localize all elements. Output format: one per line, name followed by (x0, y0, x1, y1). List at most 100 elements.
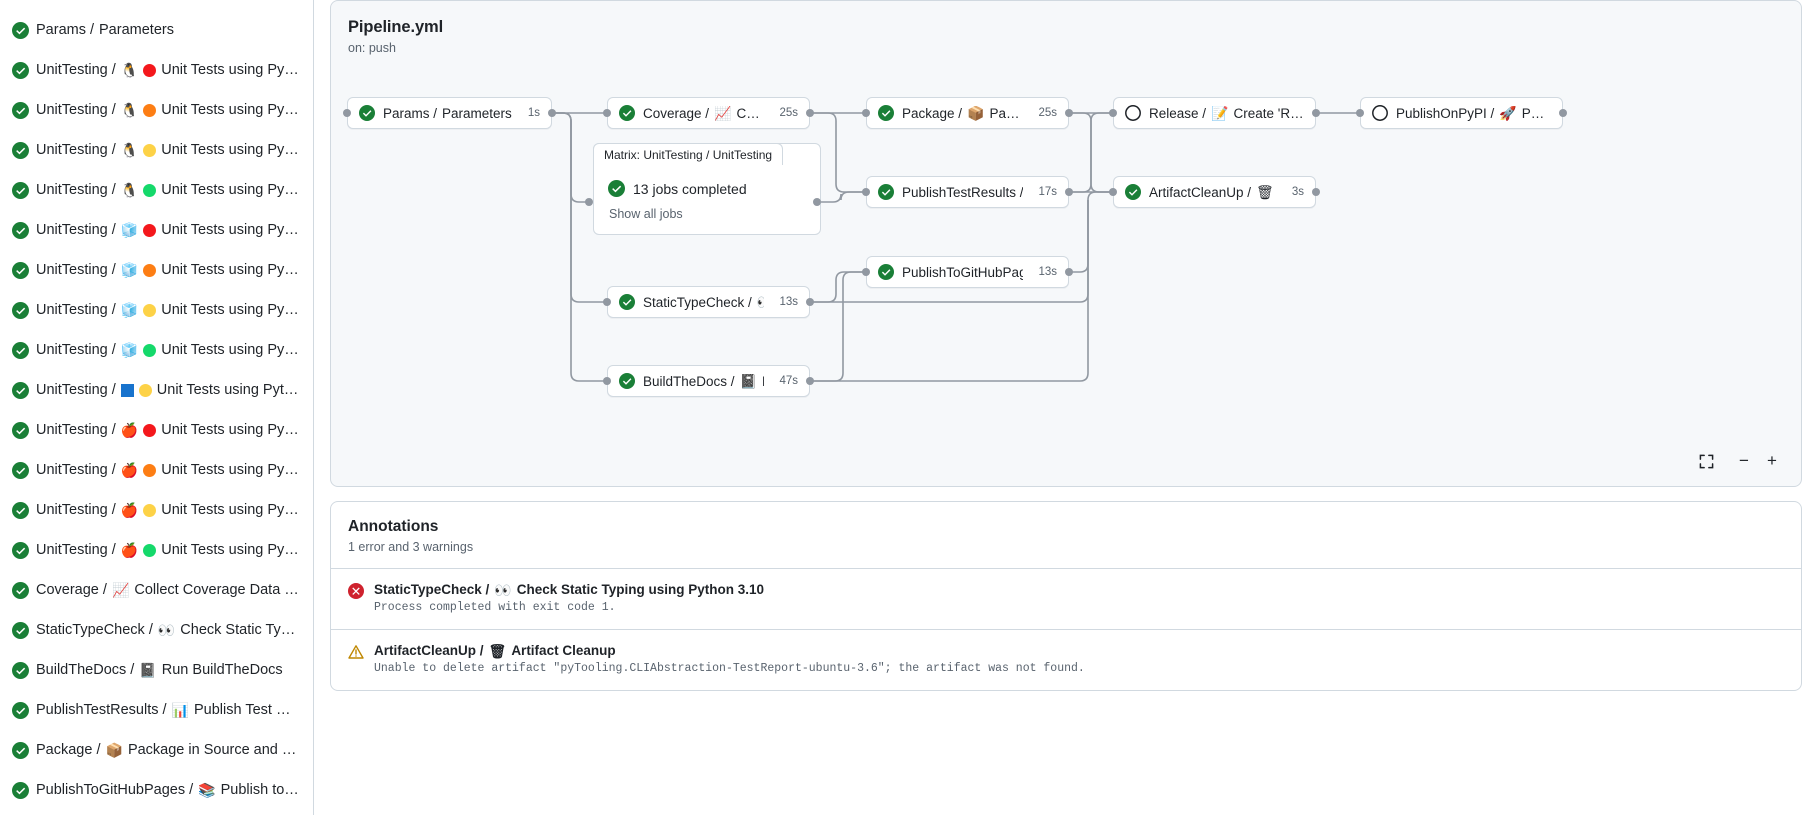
node-name: Parameters (442, 105, 512, 121)
zoom-button-group: − + (1731, 448, 1785, 474)
apple-icon: 🍎 (120, 422, 139, 438)
sidebar-job-item[interactable]: Package / 📦Package in Source and Wh... (4, 730, 309, 770)
sidebar-job-item[interactable]: UnitTesting / 🍎Unit Tests using Pyth... (4, 530, 309, 570)
node-duration: 3s (1291, 186, 1304, 198)
graph-node[interactable]: PublishToGitHubPages / 📚...13s (866, 256, 1069, 288)
node-label: PublishToGitHubPages / 📚... (902, 265, 1023, 280)
sidebar-job-name: Unit Tests using Pyth... (161, 462, 299, 478)
rocket-icon: 🚀 (1499, 105, 1517, 121)
notebook-icon: 📓 (739, 373, 757, 389)
node-port-in (1109, 109, 1117, 117)
matrix-jobs-status[interactable]: 13 jobs completed (608, 180, 806, 197)
sidebar-job-label: Params / Parameters (36, 22, 174, 38)
matrix-port-in (585, 198, 593, 206)
graph-node[interactable]: Coverage / 📈Collect Cove...25s (607, 97, 810, 129)
penguin-icon: 🐧 (120, 142, 139, 158)
graph-edge (810, 271, 866, 382)
graph-node[interactable]: Package / 📦Package in So...25s (866, 97, 1069, 129)
sidebar-job-name: Unit Tests using Pyth... (161, 102, 299, 118)
sidebar-job-item[interactable]: UnitTesting / 🍎Unit Tests using Pyth... (4, 490, 309, 530)
apple-icon: 🍎 (120, 462, 139, 478)
sidebar-job-label: UnitTesting / 🐧Unit Tests using Pyth... (36, 142, 299, 158)
sidebar-job-item[interactable]: UnitTesting / 🧊Unit Tests using Pyth... (4, 210, 309, 250)
node-label: Package / 📦Package in So... (902, 106, 1023, 121)
zoom-in-button[interactable]: + (1767, 451, 1777, 470)
success-icon (619, 104, 636, 122)
sidebar-job-prefix: Package / (36, 742, 101, 758)
sidebar-job-label: UnitTesting / Unit Tests using Pyth... (36, 382, 299, 398)
graph-node[interactable]: PublishOnPyPI / 🚀Publish to ... (1360, 97, 1563, 129)
annotation-prefix: StaticTypeCheck / (374, 582, 490, 597)
sidebar-job-prefix: UnitTesting / (36, 222, 116, 238)
success-icon (12, 381, 29, 399)
success-icon (12, 261, 29, 279)
graph-node[interactable]: StaticTypeCheck / 👀Chec...13s (607, 286, 810, 318)
package-icon: 📦 (967, 105, 985, 121)
sidebar-job-item[interactable]: UnitTesting / 🐧Unit Tests using Pyth... (4, 130, 309, 170)
sidebar-job-name: Unit Tests using Pyth... (161, 142, 299, 158)
apple-icon: 🍎 (120, 542, 139, 558)
zoom-out-button[interactable]: − (1739, 451, 1749, 470)
success-icon (878, 263, 895, 281)
sidebar-job-item[interactable]: StaticTypeCheck / 👀Check Static Typing..… (4, 610, 309, 650)
graph-edge (817, 191, 866, 203)
graph-node[interactable]: Release / 📝Create 'Release P... (1113, 97, 1316, 129)
sidebar-job-item[interactable]: UnitTesting / 🧊Unit Tests using Pyth... (4, 250, 309, 290)
sidebar-job-name: Unit Tests using Pyth... (161, 542, 299, 558)
sidebar-job-item[interactable]: UnitTesting / 🧊Unit Tests using Pyth... (4, 290, 309, 330)
matrix-group-body: 13 jobs completed Show all jobs (594, 165, 820, 234)
memo-icon: 📝 (1211, 105, 1229, 121)
success-icon (878, 183, 895, 201)
annotation-row[interactable]: StaticTypeCheck / 👀Check Static Typing u… (331, 568, 1801, 629)
graph-node[interactable]: ArtifactCleanUp / 🗑Artifac...3s (1113, 176, 1316, 208)
wastebasket-icon: 🗑 (1256, 184, 1274, 200)
graph-node[interactable]: PublishTestResults / 📊Pu...17s (866, 176, 1069, 208)
matrix-group[interactable]: Matrix: UnitTesting / UnitTesting 13 job… (593, 143, 821, 235)
sidebar-job-label: UnitTesting / 🍎Unit Tests using Pyth... (36, 422, 299, 438)
sidebar-job-item[interactable]: UnitTesting / Unit Tests using Pyth... (4, 370, 309, 410)
sidebar-job-item[interactable]: UnitTesting / 🧊Unit Tests using Pyth... (4, 330, 309, 370)
sidebar-job-item[interactable]: BuildTheDocs / 📓Run BuildTheDocs (4, 650, 309, 690)
penguin-icon: 🐧 (120, 102, 139, 118)
sidebar-job-name: Run BuildTheDocs (161, 662, 283, 678)
node-port-out (806, 377, 814, 385)
sidebar-job-item[interactable]: UnitTesting / 🐧Unit Tests using Pyth... (4, 170, 309, 210)
fullscreen-icon[interactable] (1693, 448, 1719, 474)
node-duration: 25s (779, 107, 798, 119)
node-port-out (1065, 268, 1073, 276)
ice-cube-icon: 🧊 (120, 342, 139, 358)
ice-cube-icon: 🧊 (120, 222, 139, 238)
graph-canvas[interactable]: Matrix: UnitTesting / UnitTesting 13 job… (331, 1, 1801, 486)
node-prefix: ArtifactCleanUp / (1149, 184, 1252, 200)
node-duration: 1s (527, 107, 540, 119)
sidebar-job-name: Unit Tests using Pyth... (161, 262, 299, 278)
sidebar-job-name: Unit Tests using Pyth... (161, 302, 299, 318)
annotation-title: StaticTypeCheck / 👀Check Static Typing u… (374, 582, 764, 597)
sidebar-job-item[interactable]: PublishToGitHubPages / 📚Publish to G... (4, 770, 309, 810)
success-icon (12, 501, 29, 519)
annotations-card: Annotations 1 error and 3 warnings Stati… (330, 501, 1802, 691)
python-version-dot-icon (143, 503, 157, 517)
queued-icon (1125, 104, 1142, 122)
show-all-jobs-link[interactable]: Show all jobs (609, 207, 683, 221)
sidebar-job-item[interactable]: PublishTestResults / 📊Publish Test Resu.… (4, 690, 309, 730)
success-icon (12, 301, 29, 319)
graph-node[interactable]: BuildTheDocs / 📓Run Buil...47s (607, 365, 810, 397)
sidebar-job-item[interactable]: UnitTesting / 🐧Unit Tests using Pyth... (4, 50, 309, 90)
sidebar-job-item[interactable]: Params / Parameters (4, 10, 309, 50)
graph-edge (810, 112, 866, 193)
sidebar-job-item[interactable]: UnitTesting / 🍎Unit Tests using Pyth... (4, 450, 309, 490)
node-port-in (603, 109, 611, 117)
sidebar-job-item[interactable]: UnitTesting / 🐧Unit Tests using Pyth... (4, 90, 309, 130)
sidebar-job-label: UnitTesting / 🐧Unit Tests using Pyth... (36, 182, 299, 198)
sidebar-job-label: UnitTesting / 🍎Unit Tests using Pyth... (36, 542, 299, 558)
matrix-group-title: Matrix: UnitTesting / UnitTesting (593, 143, 784, 165)
success-icon (878, 104, 895, 122)
sidebar-job-item[interactable]: UnitTesting / 🍎Unit Tests using Pyth... (4, 410, 309, 450)
sidebar-job-item[interactable]: Coverage / 📈Collect Coverage Data usi... (4, 570, 309, 610)
python-version-dot-icon (138, 383, 152, 397)
ice-cube-icon: 🧊 (120, 262, 139, 278)
